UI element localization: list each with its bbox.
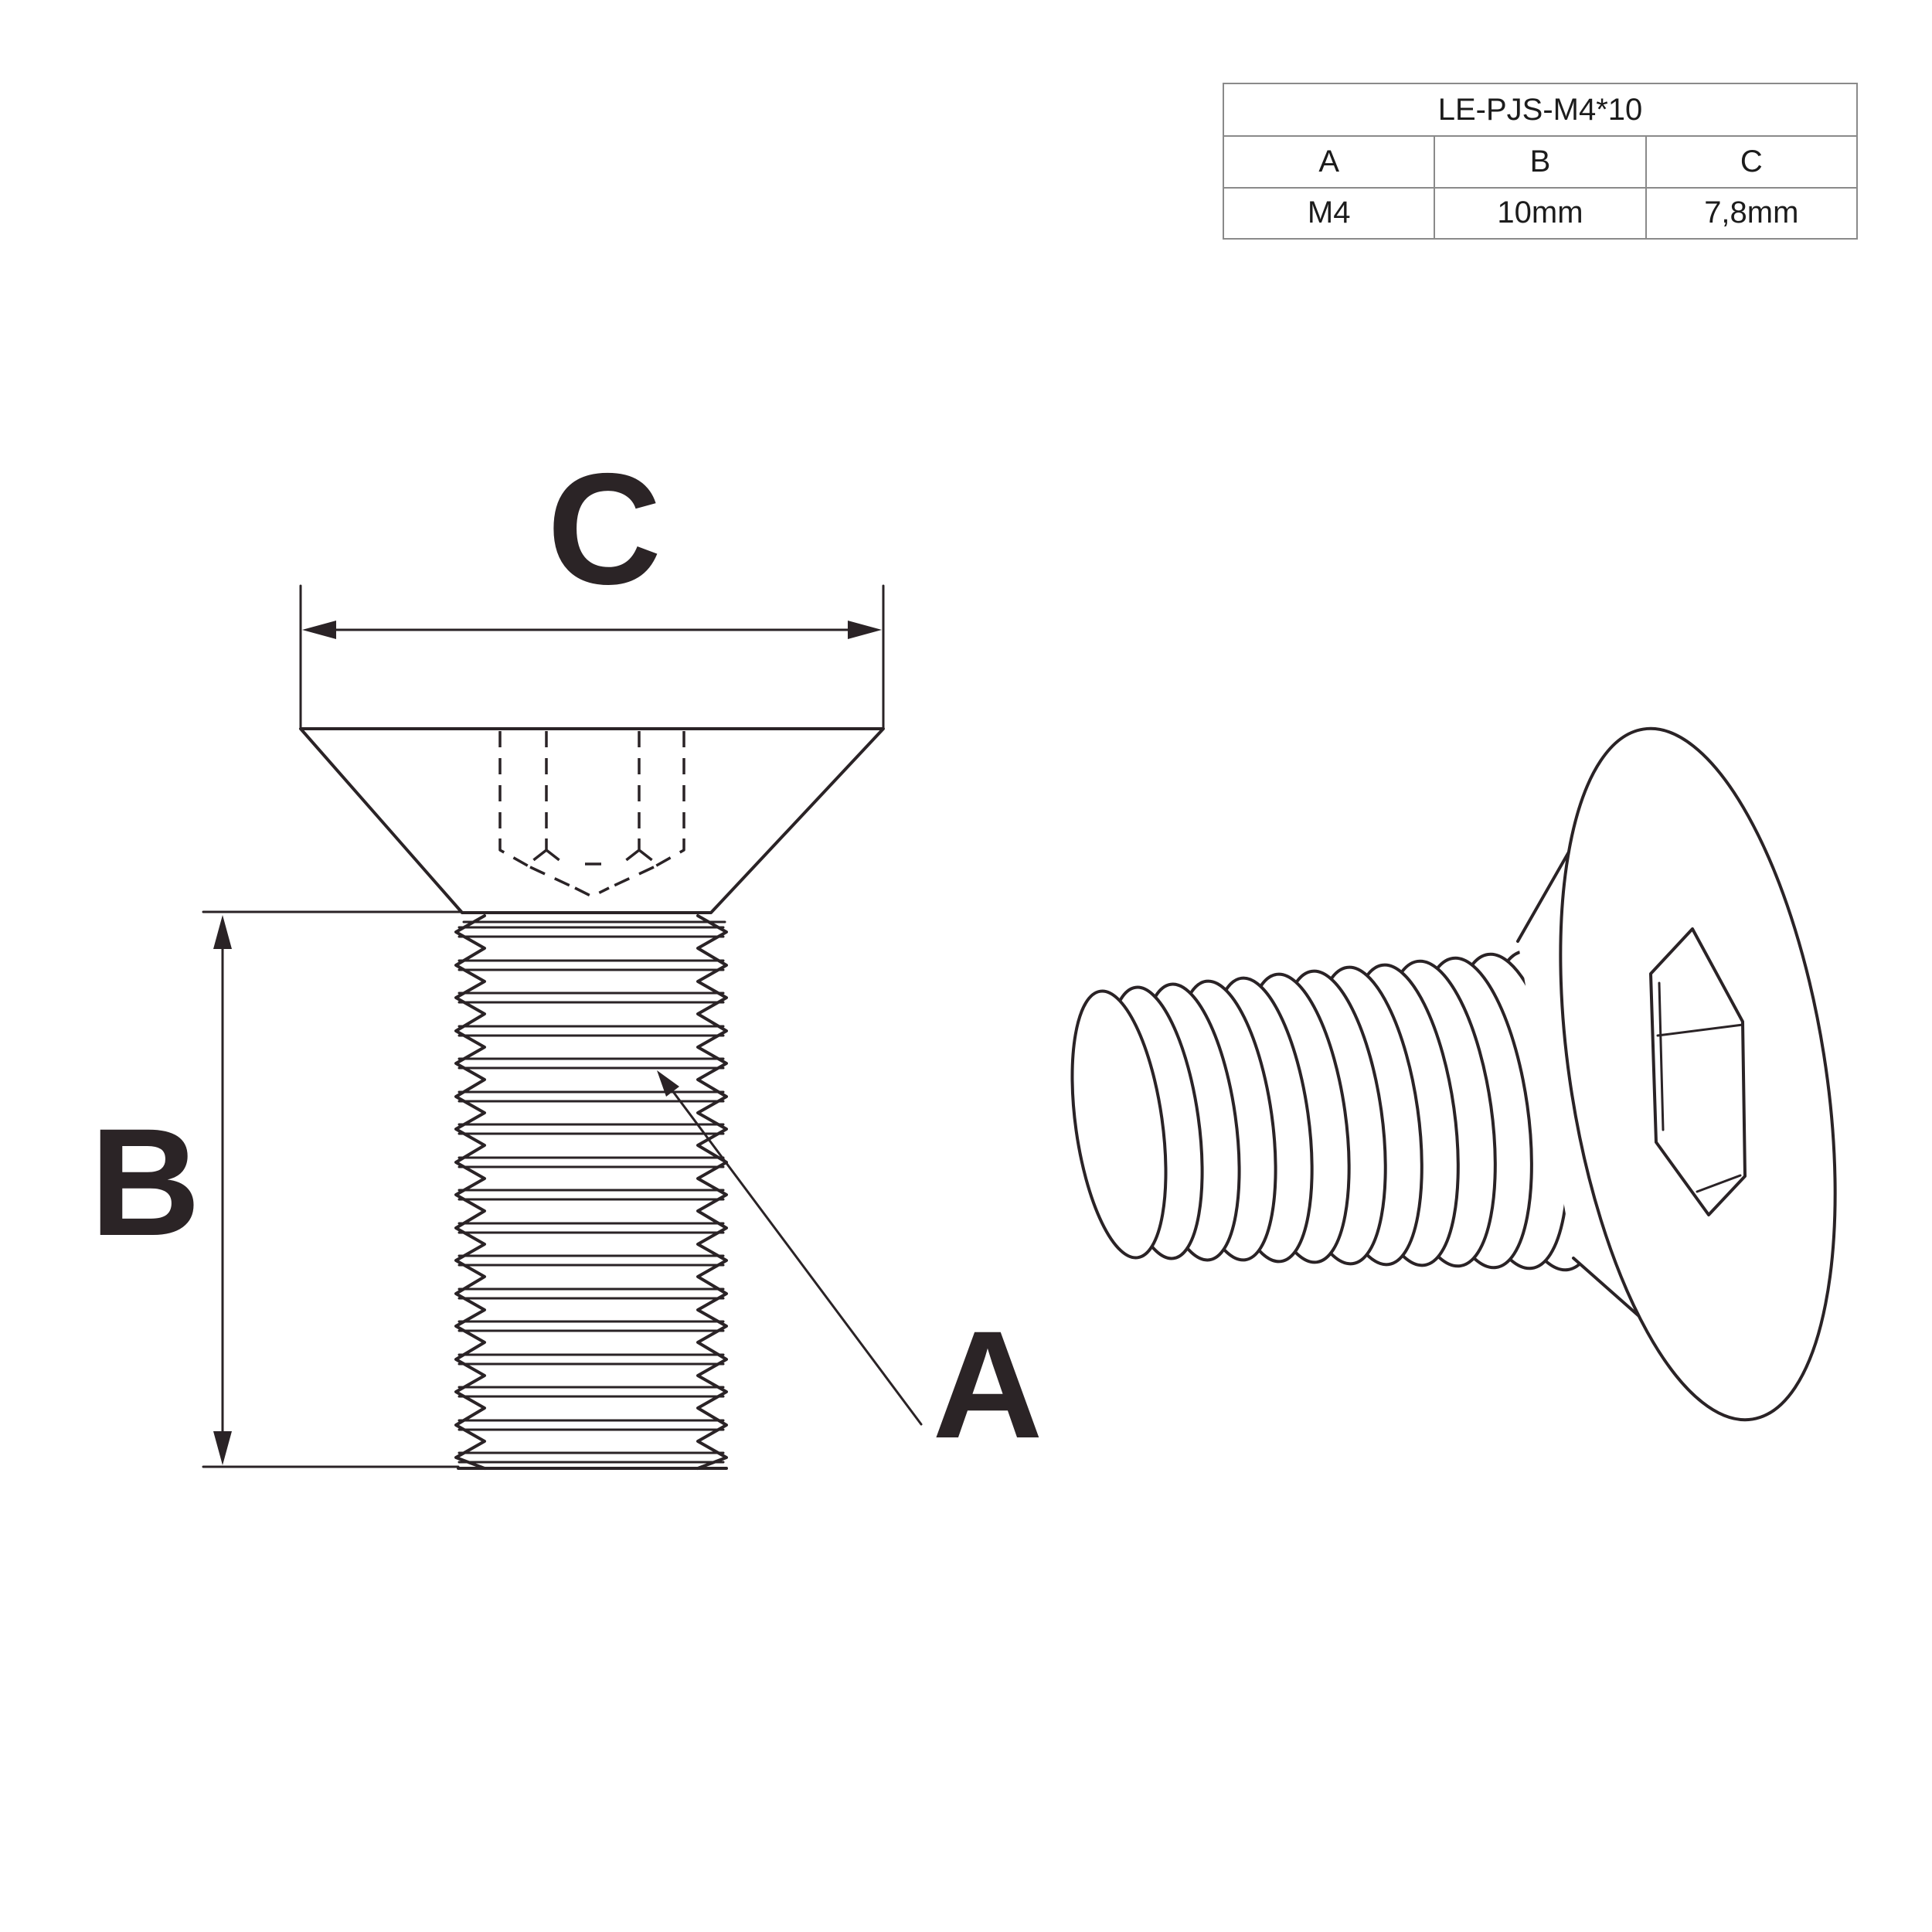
screw-head-outline bbox=[299, 727, 885, 914]
hex-socket-outline bbox=[1649, 927, 1747, 1216]
b-extension-lines bbox=[202, 910, 462, 1468]
a-leader bbox=[657, 1070, 923, 1426]
label-head-diameter: C bbox=[547, 440, 662, 617]
hex-socket-inner-bottom bbox=[531, 838, 655, 862]
spec-table-header-b: B bbox=[1434, 135, 1645, 187]
hex-socket bbox=[1649, 927, 1747, 1216]
label-thread-diameter: A bbox=[933, 1299, 1043, 1470]
spec-table-value-c: 7,8mm bbox=[1645, 186, 1856, 238]
thread-left-edge bbox=[454, 914, 486, 1470]
thread-coil bbox=[1070, 989, 1168, 1260]
thread-shank bbox=[454, 914, 728, 1470]
b-dimension-lines bbox=[202, 910, 462, 1468]
c-dimension-lines bbox=[299, 584, 885, 730]
spec-table-title: LE-PJS-M4*10 bbox=[1437, 92, 1643, 127]
c-extension-lines bbox=[299, 584, 885, 730]
hex-socket-hidden-lines bbox=[498, 731, 685, 898]
spec-table-value-a: M4 bbox=[1224, 186, 1434, 238]
a-arrowhead-icon bbox=[657, 1070, 679, 1097]
spec-table-header-row: A B C bbox=[1224, 135, 1856, 187]
a-leader-line bbox=[672, 1091, 923, 1426]
front-view-drawing: C B A bbox=[90, 440, 1043, 1470]
spec-table-value-b: 10mm bbox=[1434, 186, 1645, 238]
spec-table-header-a: A bbox=[1224, 135, 1434, 186]
label-thread-length: B bbox=[90, 1097, 201, 1267]
spec-table: LE-PJS-M4*10 A B C M4 10mm 7,8mm bbox=[1223, 83, 1858, 240]
thread-coils bbox=[1070, 949, 1607, 1272]
spec-table-title-row: LE-PJS-M4*10 bbox=[1224, 84, 1856, 135]
perspective-view-drawing bbox=[1070, 726, 1837, 1422]
spec-table-value-row: M4 10mm 7,8mm bbox=[1224, 186, 1856, 238]
c-arrowhead-right-icon bbox=[848, 621, 882, 639]
spec-table-header-c: C bbox=[1645, 135, 1856, 187]
c-arrowhead-left-icon bbox=[302, 621, 336, 639]
hex-socket-inner-edges bbox=[1656, 981, 1744, 1193]
thread-crest-lines bbox=[457, 926, 725, 1464]
hex-socket-outer-bottom bbox=[498, 838, 685, 869]
b-arrowhead-down-icon bbox=[213, 1431, 232, 1465]
thread-right-edge bbox=[696, 914, 728, 1470]
hex-socket-cone-point bbox=[529, 862, 655, 898]
b-arrowhead-up-icon bbox=[213, 915, 232, 949]
